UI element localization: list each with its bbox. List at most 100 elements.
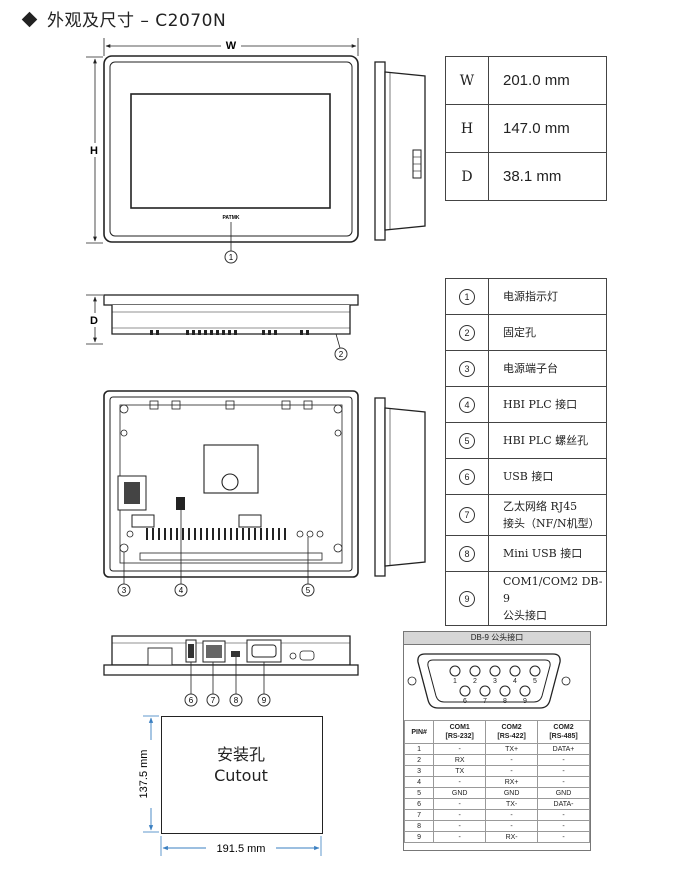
table-row: 4-RX+- [403, 776, 590, 788]
dimension-key: H [445, 104, 489, 153]
part-label: 电源端子台 [488, 350, 607, 387]
svg-text:5: 5 [533, 678, 537, 685]
callout-number: 9 [459, 590, 475, 607]
part-label: Mini USB 接口 [488, 535, 607, 572]
callout-9-bottom: 9 [257, 693, 271, 707]
callout-number: 8 [459, 545, 475, 562]
svg-text:7: 7 [211, 696, 216, 705]
callout-2-top: 2 [334, 347, 348, 361]
part-label: USB 接口 [488, 458, 607, 495]
side-view-top [374, 61, 426, 241]
bottom-view [103, 635, 359, 694]
table-row: 3 电源端子台 [445, 350, 607, 387]
svg-text:5: 5 [306, 586, 311, 595]
dimension-value: 201.0 mm [488, 56, 607, 105]
callout-number: 3 [459, 360, 475, 377]
callout-8-bottom: 8 [229, 693, 243, 707]
part-label: HBI PLC 螺丝孔 [488, 422, 607, 459]
column-header: COM2[RS-485] [537, 720, 590, 744]
table-row: D 38.1 mm [445, 152, 607, 201]
callout-5-rear: 5 [301, 583, 315, 597]
height-dimension: H [86, 56, 104, 244]
svg-text:1: 1 [453, 678, 457, 685]
page-title: 外观及尺寸 – C2070N [21, 6, 226, 31]
table-row: 4 HBI PLC 接口 [445, 386, 607, 423]
callout-number: 4 [459, 396, 475, 413]
db9-connector-drawing: 1 2 3 4 5 6 7 8 9 [407, 653, 571, 709]
table-row: 2 固定孔 [445, 314, 607, 351]
dimension-value: 38.1 mm [488, 152, 607, 201]
depth-dimension: D [86, 294, 104, 345]
dimension-value: 147.0 mm [488, 104, 607, 153]
table-row: 1-TX+DATA+ [403, 743, 590, 755]
table-row: 7--- [403, 809, 590, 821]
table-row: 9-RX-- [403, 831, 590, 843]
svg-text:6: 6 [189, 696, 194, 705]
callout-number: 2 [459, 324, 475, 341]
svg-text:8: 8 [234, 696, 239, 705]
callout-1-front: 1 [224, 250, 238, 264]
callout-6-bottom: 6 [184, 693, 198, 707]
callout-number: 7 [459, 507, 475, 523]
part-label: HBI PLC 接口 [488, 386, 607, 423]
svg-text:8: 8 [503, 698, 507, 705]
part-label: 固定孔 [488, 314, 607, 351]
cutout-title: 安装孔 [216, 745, 265, 764]
rear-view [103, 390, 359, 584]
cutout-label: 安装孔 Cutout [161, 744, 321, 786]
svg-text:1: 1 [229, 253, 234, 262]
svg-text:9: 9 [262, 696, 267, 705]
svg-text:4: 4 [513, 678, 517, 685]
cutout-outline [161, 716, 323, 834]
svg-text:3: 3 [493, 678, 497, 685]
column-header: COM2[RS-422] [485, 720, 539, 744]
callout-number: 6 [459, 468, 475, 485]
cutout-height-dimension: 137.5 mm [135, 715, 159, 833]
table-row: 8 Mini USB 接口 [445, 535, 607, 572]
front-view: PATMK [103, 55, 359, 251]
db9-pin-table: PIN# COM1[RS-232] COM2[RS-422] COM2[RS-4… [403, 720, 590, 843]
callout-4-rear: 4 [174, 583, 188, 597]
table-row: 8--- [403, 820, 590, 832]
dimension-key: D [445, 152, 489, 201]
table-header-row: PIN# COM1[RS-232] COM2[RS-422] COM2[RS-4… [403, 720, 590, 744]
svg-text:6: 6 [463, 698, 467, 705]
column-header: COM1[RS-232] [433, 720, 487, 744]
brand-logo: PATMK [222, 215, 239, 221]
width-dimension: W [103, 38, 359, 56]
cutout-height-label: 137.5 mm [138, 750, 150, 799]
dimension-key: W [445, 56, 489, 105]
dimensions-table: W 201.0 mm H 147.0 mm D 38.1 mm [445, 56, 607, 201]
table-row: H 147.0 mm [445, 104, 607, 153]
cutout-subtitle: Cutout [214, 766, 268, 785]
table-row: W 201.0 mm [445, 56, 607, 105]
cutout-width-label: 191.5 mm [217, 843, 266, 855]
depth-label: D [90, 315, 98, 327]
callout-7-bottom: 7 [206, 693, 220, 707]
height-label: H [90, 145, 98, 157]
svg-text:9: 9 [523, 698, 527, 705]
part-label: 电源指示灯 [488, 278, 607, 315]
column-header: PIN# [403, 720, 435, 744]
side-view-middle [374, 397, 426, 577]
svg-text:2: 2 [473, 678, 477, 685]
callout-3-rear: 3 [117, 583, 131, 597]
svg-text:2: 2 [339, 350, 344, 359]
table-row: 6 USB 接口 [445, 458, 607, 495]
top-view [103, 294, 359, 349]
db9-pinout-panel: DB-9 公头接口 PIN# COM1[RS-232] COM2[RS-422]… [403, 631, 591, 851]
width-label: W [226, 40, 237, 52]
svg-text:3: 3 [122, 586, 127, 595]
table-row: 6-TX-DATA- [403, 798, 590, 810]
db9-header: DB-9 公头接口 [404, 632, 590, 645]
